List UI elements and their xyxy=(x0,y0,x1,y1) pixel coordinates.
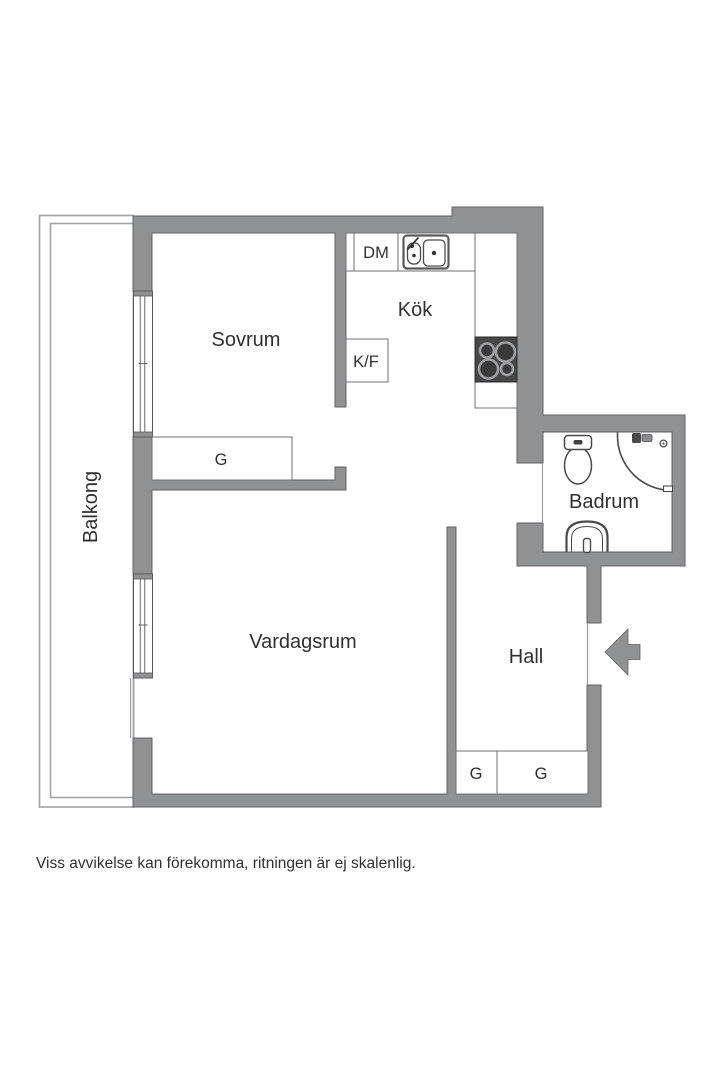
shower-head xyxy=(641,434,653,442)
sink-faucet xyxy=(406,236,420,251)
label-wardrobe-hall-right: G xyxy=(535,765,548,783)
window-cap xyxy=(133,573,153,580)
bedroom-wardrobe-box xyxy=(151,436,293,481)
washbasin-inner xyxy=(571,525,603,552)
label-dishwasher: DM xyxy=(363,244,389,262)
sink-drain xyxy=(431,250,437,256)
shower-curve xyxy=(616,432,673,492)
washbasin-icon xyxy=(565,520,609,554)
bedroom-window xyxy=(133,290,153,438)
label-fridge-freezer: K/F xyxy=(353,353,379,371)
wall-top-kitchen-bathroom xyxy=(132,206,686,624)
room-label-bathroom: Badrum xyxy=(569,491,639,513)
burner xyxy=(494,341,517,363)
sink-knob xyxy=(409,243,415,249)
window-cap xyxy=(133,672,153,679)
shower-mixer xyxy=(632,433,641,443)
toilet-bowl xyxy=(563,446,593,485)
sink-drain xyxy=(412,253,416,258)
bathroom-fittings xyxy=(563,432,674,554)
room-label-bedroom: Sovrum xyxy=(212,329,281,351)
window-icon xyxy=(133,290,153,438)
entrance-arrow-icon xyxy=(604,628,641,676)
room-label-kitchen: Kök xyxy=(398,299,433,321)
hall-wardrobe-box xyxy=(455,750,589,795)
burner xyxy=(477,358,500,380)
toilet-icon xyxy=(563,434,593,485)
burner xyxy=(499,361,515,377)
window-cap xyxy=(133,290,153,297)
toilet-flush-button xyxy=(573,440,583,445)
room-label-hall: Hall xyxy=(509,646,543,668)
window-icon xyxy=(133,573,153,679)
burner xyxy=(478,342,496,359)
window-cap xyxy=(133,431,153,438)
fridge-freezer-box xyxy=(345,338,389,383)
closets xyxy=(151,436,589,795)
stove-icon xyxy=(474,336,518,383)
kitchen-sink-icon xyxy=(402,234,450,270)
disclaimer-text: Viss avvikelse kan förekomma, ritningen … xyxy=(36,855,416,872)
label-wardrobe-hall-left: G xyxy=(470,765,483,783)
shower-drain-dot xyxy=(662,442,665,445)
room-label-living-room: Vardagsrum xyxy=(249,631,356,653)
living-room-window xyxy=(133,573,153,679)
label-wardrobe-bedroom: G xyxy=(215,451,228,469)
washbasin-tap xyxy=(582,537,592,554)
room-label-balcony: Balkong xyxy=(80,471,102,543)
kitchen-fittings xyxy=(345,232,518,409)
shower-icon xyxy=(616,432,674,493)
room-labels: Balkong Sovrum Kök Vardagsrum Hall Badru… xyxy=(80,244,639,783)
shower-curve-cap xyxy=(662,485,674,493)
